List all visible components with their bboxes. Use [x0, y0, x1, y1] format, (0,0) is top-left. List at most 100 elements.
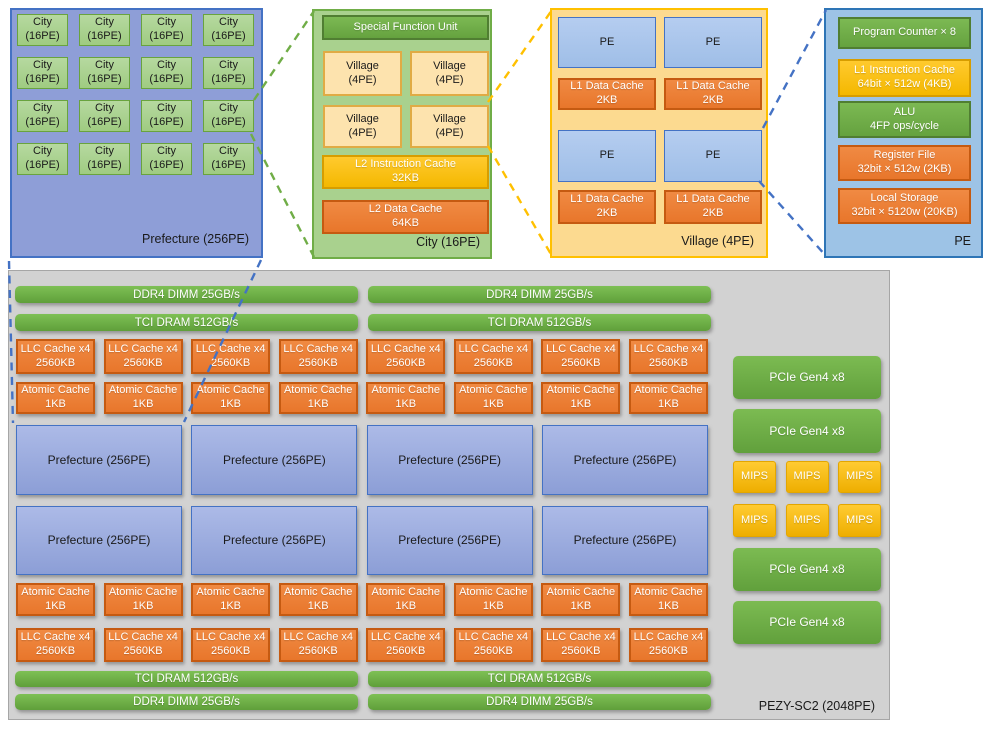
- city-box: City(16PE): [203, 14, 254, 46]
- atomic-line2: 1KB: [45, 599, 66, 612]
- city-box-line1: City: [33, 145, 52, 158]
- llc-line1: LLC Cache x4: [546, 631, 616, 644]
- register-file-line1: Register File: [873, 149, 936, 162]
- llc-line2: 2560KB: [123, 356, 163, 369]
- prefecture-row-1: Prefecture (256PE) Prefecture (256PE) Pr…: [16, 425, 708, 495]
- city-panel: Special Function Unit Village(4PE) Villa…: [312, 9, 492, 259]
- chip-panel: DDR4 DIMM 25GB/s DDR4 DIMM 25GB/s TCI DR…: [8, 270, 890, 720]
- mips-box: MIPS: [838, 461, 881, 493]
- atomic-line1: Atomic Cache: [283, 384, 353, 397]
- ddr4-label: DDR4 DIMM 25GB/s: [486, 288, 593, 301]
- tci-label: TCI DRAM 512GB/s: [487, 316, 592, 329]
- llc-line1: LLC Cache x4: [20, 631, 91, 644]
- prefecture-box-label: Prefecture (256PE): [47, 452, 151, 467]
- llc-line1: LLC Cache x4: [633, 631, 704, 644]
- ddr4-dimm-bar: DDR4 DIMM 25GB/s: [368, 286, 711, 303]
- pe-box-label: PE: [705, 149, 721, 162]
- l1-dcache-line1: L1 Data Cache: [570, 193, 644, 206]
- atomic-line1: Atomic Cache: [283, 585, 353, 598]
- city-box-line1: City: [157, 145, 176, 158]
- pe-box-label: PE: [599, 35, 615, 48]
- l1-dcache-line2: 2KB: [702, 94, 724, 106]
- city-box: City(16PE): [203, 100, 254, 132]
- city-box: City(16PE): [17, 100, 68, 132]
- prefecture-box: Prefecture (256PE): [191, 425, 358, 495]
- llc-line1: LLC Cache x4: [20, 342, 91, 355]
- prefecture-box-label: Prefecture (256PE): [573, 452, 677, 467]
- tci-label: TCI DRAM 512GB/s: [487, 673, 592, 685]
- prefecture-box: Prefecture (256PE): [16, 506, 182, 575]
- pe-row: PE PE: [558, 130, 762, 182]
- city-box-line2: (16PE): [25, 159, 60, 171]
- llc-line1: LLC Cache x4: [283, 631, 354, 644]
- llc-line1: LLC Cache x4: [546, 342, 616, 355]
- city-box: City(16PE): [141, 57, 192, 89]
- alu-line2: 4FP ops/cycle: [870, 119, 939, 132]
- l1-icache-line2: 64bit × 512w (4KB): [857, 78, 952, 90]
- city-box-line2: (16PE): [211, 159, 246, 171]
- city-box-line1: City: [219, 59, 238, 72]
- village-grid: Village(4PE) Village(4PE) Village(4PE) V…: [323, 51, 489, 148]
- atomic-line1: Atomic Cache: [546, 384, 616, 397]
- atomic-line2: 1KB: [220, 599, 242, 612]
- ddr4-label: DDR4 DIMM 25GB/s: [133, 696, 240, 708]
- pcie-box: PCIe Gen4 x8: [733, 601, 881, 644]
- city-box-line2: (16PE): [149, 30, 184, 42]
- city-box: City(16PE): [141, 14, 192, 46]
- city-box: City(16PE): [17, 14, 68, 46]
- city-box-line1: City: [95, 102, 114, 115]
- ddr4-dimm-bar: DDR4 DIMM 25GB/s: [368, 694, 711, 710]
- atomic-line2: 1KB: [132, 599, 154, 612]
- sfu-label: Special Function Unit: [353, 20, 458, 33]
- l1-dcache-line2: 2KB: [596, 94, 618, 106]
- city-box: City(16PE): [17, 143, 68, 175]
- atomic-line1: Atomic Cache: [108, 384, 178, 397]
- city-box-line2: (16PE): [211, 73, 246, 85]
- l1-dcache-line1: L1 Data Cache: [676, 80, 750, 93]
- alu-line1: ALU: [893, 105, 916, 118]
- mips-box: MIPS: [733, 504, 776, 537]
- atomic-line2: 1KB: [482, 599, 504, 612]
- mips-box: MIPS: [733, 461, 776, 493]
- city-box-line1: City: [95, 16, 114, 29]
- city-box: City(16PE): [17, 57, 68, 89]
- city-box-line1: City: [33, 16, 52, 29]
- atomic-line1: Atomic Cache: [459, 384, 528, 397]
- ddr4-label: DDR4 DIMM 25GB/s: [486, 696, 593, 708]
- mips-box: MIPS: [785, 504, 829, 537]
- city-box-line1: City: [219, 145, 238, 158]
- village-box-line2: (4PE): [348, 73, 377, 86]
- city-box: City(16PE): [141, 143, 192, 175]
- pcie-box: PCIe Gen4 x8: [733, 409, 881, 453]
- prefecture-row-2: Prefecture (256PE) Prefecture (256PE) Pr…: [16, 506, 708, 575]
- mips-box: MIPS: [785, 461, 829, 493]
- prefecture-box: Prefecture (256PE): [16, 425, 182, 495]
- city-box-line2: (16PE): [87, 159, 122, 171]
- mips-label: MIPS: [846, 470, 873, 483]
- mips-box: MIPS: [838, 504, 881, 537]
- city-box-line2: (16PE): [87, 30, 122, 42]
- village-box-line2: (4PE): [435, 73, 464, 86]
- village-box: Village(4PE): [410, 51, 489, 96]
- atomic-line2: 1KB: [482, 398, 504, 410]
- atomic-line1: Atomic Cache: [196, 585, 265, 598]
- city-box: City(16PE): [203, 143, 254, 175]
